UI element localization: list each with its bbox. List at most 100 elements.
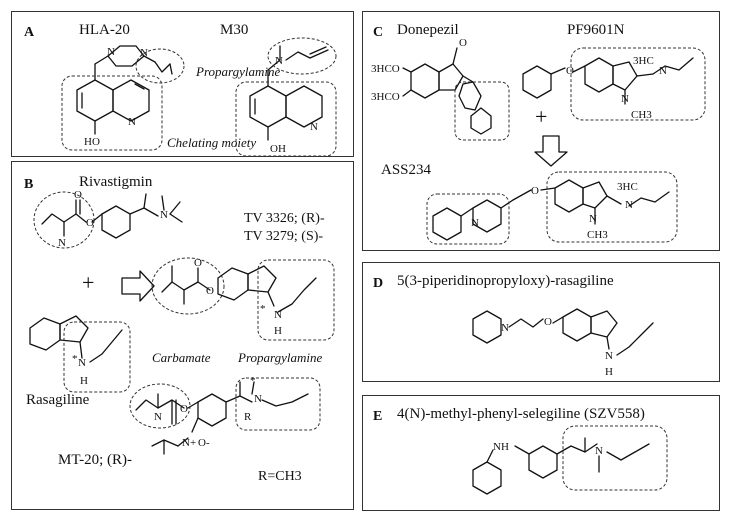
panel-d-letter: D bbox=[373, 276, 383, 291]
lado-star: * bbox=[260, 303, 266, 315]
plus-c: + bbox=[535, 104, 547, 129]
carbamate-o2: O bbox=[206, 285, 214, 297]
ass-n: N bbox=[625, 199, 633, 211]
szv558-molecule bbox=[472, 437, 650, 495]
note-chelating: Chelating moiety bbox=[167, 135, 256, 150]
rasa-n: N bbox=[78, 357, 86, 369]
note-carbamate: Carbamate bbox=[152, 350, 211, 365]
pf-propargyl-box bbox=[570, 47, 706, 121]
m30-n: N bbox=[275, 55, 283, 67]
isomer-s: TV 3279; (S)- bbox=[244, 229, 323, 244]
pf-n-ring: N bbox=[621, 93, 629, 105]
rasagiline-name: Rasagiline bbox=[26, 392, 90, 408]
mt20-carbamate-circle bbox=[129, 383, 191, 429]
mt20-molecule bbox=[135, 381, 309, 455]
donepezil-piperidine-box bbox=[454, 81, 510, 141]
mt20-name: MT-20; (R)- bbox=[58, 452, 132, 468]
m30-propargyl bbox=[267, 45, 329, 71]
hla20-quinoline bbox=[76, 63, 150, 135]
mt20-star: * bbox=[250, 375, 256, 387]
riva-n2: N bbox=[160, 209, 168, 221]
ass-ch3: CH3 bbox=[587, 229, 608, 241]
rasa-propargyl-box bbox=[63, 321, 131, 393]
e-nh: NH bbox=[493, 441, 509, 453]
rasa-star: * bbox=[72, 353, 78, 365]
mt20-n2: N bbox=[254, 393, 262, 405]
panel-d-title: 5(3-piperidinopropyloxy)-rasagiline bbox=[397, 273, 614, 289]
note-propargylamine-a: Propargylamine bbox=[195, 64, 280, 79]
pf9601n-name: PF9601N bbox=[567, 22, 625, 38]
rivastigmin-molecule bbox=[41, 193, 183, 239]
carbamate-circle bbox=[151, 257, 225, 315]
hla20-chelating-box bbox=[61, 75, 163, 151]
pf9601n-molecule bbox=[522, 57, 694, 105]
carbamate-o: O bbox=[194, 257, 202, 269]
down-arrow bbox=[534, 135, 568, 167]
mt20-o: O bbox=[180, 403, 188, 415]
panel-c-structures: C Donepezil PF9601N O 3HCO 3HCO + bbox=[371, 22, 706, 245]
d-o: O bbox=[544, 316, 552, 328]
panel-c-letter: C bbox=[373, 25, 383, 40]
panel-a: A HLA-20 M30 HO N N N bbox=[11, 11, 354, 157]
pf-ch3: CH3 bbox=[631, 109, 652, 121]
riva-o: O bbox=[86, 217, 94, 229]
piperidinopropyloxy-rasagiline bbox=[472, 308, 654, 356]
e-n: N bbox=[595, 445, 603, 457]
panel-b: B Rivastigmin TV 3326; (R)- TV 3279; (S)… bbox=[11, 161, 354, 510]
hla20-name: HLA-20 bbox=[79, 22, 130, 38]
panel-e-structures: E 4(N)-methyl-phenyl-selegiline (SZV558)… bbox=[373, 406, 668, 495]
m30-oh: OH bbox=[270, 143, 286, 155]
ass234-molecule bbox=[432, 179, 670, 241]
combine-arrow bbox=[121, 270, 155, 302]
ass234-name: ASS234 bbox=[381, 162, 432, 178]
rasagiline-molecule bbox=[29, 315, 123, 363]
panel-e: E 4(N)-methyl-phenyl-selegiline (SZV558)… bbox=[362, 395, 720, 511]
m30-chelating-box bbox=[235, 81, 337, 157]
hla20-ho: HO bbox=[84, 136, 100, 148]
d-n2: N bbox=[605, 350, 613, 362]
e-propargyl-box bbox=[562, 425, 668, 491]
m30-quinoline bbox=[249, 69, 323, 141]
m30-name: M30 bbox=[220, 22, 248, 38]
mt20-n: N bbox=[154, 411, 162, 423]
m30-n-ring: N bbox=[310, 121, 318, 133]
lado-h: H bbox=[274, 325, 282, 337]
panel-d: D 5(3-piperidinopropyloxy)-rasagiline N … bbox=[362, 262, 720, 382]
donepezil-molecule bbox=[402, 47, 492, 135]
panel-a-structures: A HLA-20 M30 HO N N N bbox=[24, 22, 337, 157]
ass-n-ring: N bbox=[589, 213, 597, 225]
d-n1: N bbox=[501, 322, 509, 334]
ass-piperidine-box bbox=[426, 193, 510, 245]
panel-d-structures: D 5(3-piperidinopropyloxy)-rasagiline N … bbox=[373, 273, 654, 378]
ass-propargyl-box bbox=[546, 171, 678, 243]
riva-n: N bbox=[58, 237, 66, 249]
carbamate-fragment bbox=[161, 265, 211, 305]
note-propargylamine-b: Propargylamine bbox=[237, 350, 322, 365]
panel-c: C Donepezil PF9601N O 3HCO 3HCO + bbox=[362, 11, 720, 251]
ass-h3c: 3HC bbox=[617, 181, 638, 193]
donepezil-o: O bbox=[459, 37, 467, 49]
pf-n: N bbox=[659, 65, 667, 77]
lado-propargyl-box bbox=[257, 259, 335, 341]
panel-b-letter: B bbox=[24, 177, 33, 192]
ass-n1: N bbox=[471, 217, 479, 229]
r-group: R=CH3 bbox=[258, 469, 302, 484]
hla20-propargyl-circle bbox=[135, 48, 185, 84]
ladostigil-indan bbox=[217, 265, 317, 313]
rasa-h: H bbox=[80, 375, 88, 387]
ass-o: O bbox=[531, 185, 539, 197]
donepezil-och3-2: 3HCO bbox=[371, 91, 400, 103]
hla20-n1: N bbox=[107, 46, 115, 58]
isomer-r: TV 3326; (R)- bbox=[244, 211, 325, 226]
m30-propargyl-circle bbox=[267, 37, 337, 75]
mt20-ominus: O- bbox=[198, 437, 210, 449]
panel-a-letter: A bbox=[24, 25, 35, 40]
hla20-n-ring: N bbox=[128, 116, 136, 128]
mt20-propargyl-box bbox=[235, 377, 321, 431]
lado-n: N bbox=[274, 309, 282, 321]
riva-carbamate-circle bbox=[33, 191, 95, 249]
panel-e-letter: E bbox=[373, 409, 382, 424]
pf-h3c: 3HC bbox=[633, 55, 654, 67]
rivastigmin-title: Rivastigmin bbox=[79, 174, 153, 190]
d-h: H bbox=[605, 366, 613, 378]
